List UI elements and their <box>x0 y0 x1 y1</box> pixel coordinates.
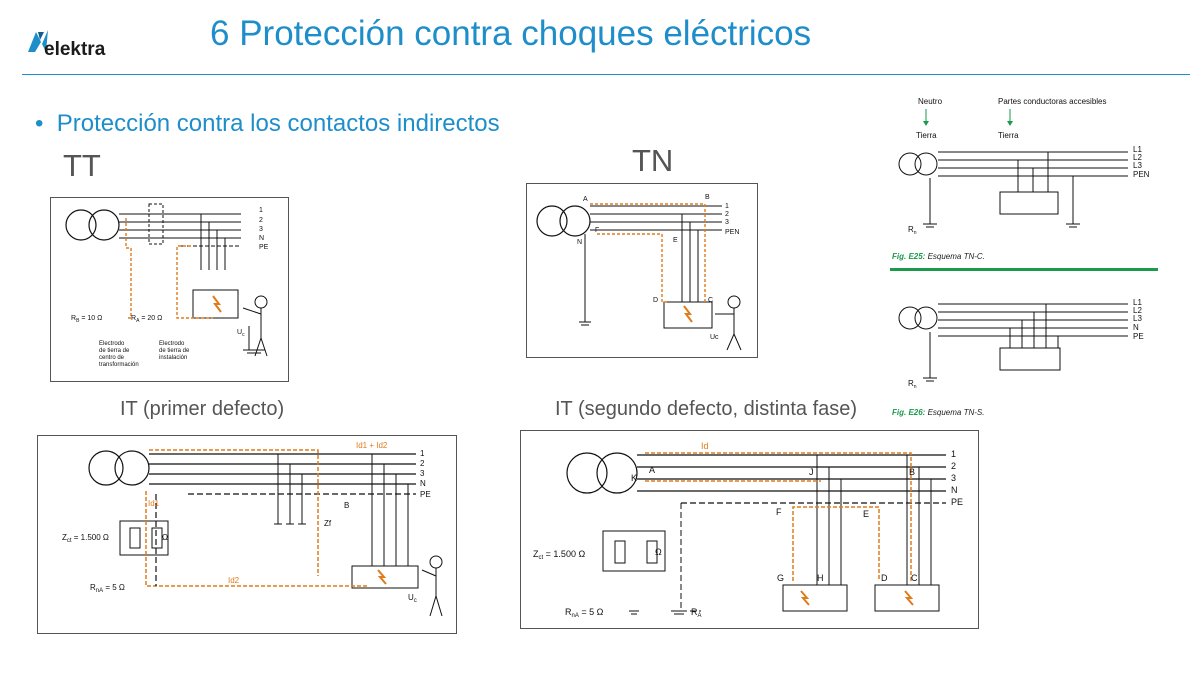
tt-rb-label: RB = 10 Ω <box>71 315 102 324</box>
it1-id2-label: Id2 <box>228 576 240 585</box>
tn-diagram: 1 2 3 PEN A B N F E D C Uc <box>526 183 758 358</box>
tnc-tierra1-label: Tierra <box>916 131 937 140</box>
it2-point-j: J <box>809 467 814 477</box>
tn-point-b: B <box>705 194 710 201</box>
svg-text:Electrodo: Electrodo <box>99 341 125 347</box>
it1-rna-label: RnA = 5 Ω <box>90 583 125 594</box>
it1-id1-label: Id1 <box>148 499 160 508</box>
tnc-rn-label: Rn <box>908 225 917 236</box>
tn-s-diagram: L1 L2 L3 N PE Rn <box>888 290 1158 390</box>
tns-caption: Fig. E26: Esquema TN-S. <box>892 408 985 417</box>
tnc-partes-label: Partes conductoras accesibles <box>998 97 1107 106</box>
tnc-conductor-label: L3 <box>1133 161 1142 170</box>
it2-conductor-label: 2 <box>951 461 956 471</box>
it2-point-f: F <box>776 507 782 517</box>
it2-conductor-label: 3 <box>951 473 956 483</box>
it2-point-c: C <box>911 573 918 583</box>
it2-id-label: Id <box>701 441 709 451</box>
it2-point-e: E <box>863 509 869 519</box>
tns-conductor-label: PE <box>1133 332 1144 341</box>
it2-point-b: B <box>909 467 915 477</box>
tn-point-n: N <box>577 239 582 246</box>
tn-c-diagram: Neutro Partes conductoras accesibles Tie… <box>888 92 1158 242</box>
bullet-item: • Protección contra los contactos indire… <box>35 110 500 137</box>
tt-conductor-label: PE <box>259 244 269 251</box>
tnc-conductor-label: L1 <box>1133 145 1142 154</box>
tn-point-a: A <box>583 196 588 203</box>
it2-point-a: A <box>649 465 655 475</box>
tns-rn-label: Rn <box>908 379 917 390</box>
caption-divider <box>890 268 1158 271</box>
tt-uc-label: Uc <box>237 329 245 338</box>
tn-point-c: C <box>708 297 713 304</box>
tt-heading: TT <box>63 148 101 183</box>
it2-heading: IT (segundo defecto, distinta fase) <box>555 398 858 420</box>
page-title: 6 Protección contra choques eléctricos <box>210 14 812 53</box>
it1-zct-label: Zct = 1.500 Ω <box>62 533 109 544</box>
it2-conductor-label: 1 <box>951 449 956 459</box>
it2-point-k: K <box>631 473 637 483</box>
tn-point-e: E <box>673 237 678 244</box>
svg-text:de tierra de: de tierra de <box>159 348 190 354</box>
tt-conductor-label: 2 <box>259 217 263 224</box>
tnc-tierra2-label: Tierra <box>998 131 1019 140</box>
tnc-neutro-label: Neutro <box>918 97 943 106</box>
tnc-caption: Fig. E25: Esquema TN-C. <box>892 252 985 261</box>
tns-conductor-label: L1 <box>1133 298 1142 307</box>
svg-text:transformación: transformación <box>99 362 139 368</box>
it1-id-sum-label: Id1 + Id2 <box>356 441 388 450</box>
it2-point-h: H <box>817 573 824 583</box>
tns-conductor-label: L2 <box>1133 306 1142 315</box>
svg-text:centro de: centro de <box>99 355 125 361</box>
tt-conductor-label: 3 <box>259 226 263 233</box>
it1-ohm-label: Ω <box>162 533 168 542</box>
it2-diagram: 1 2 3 N PE Id K A J B F E G H D C Zct = … <box>520 430 979 629</box>
it2-point-d: D <box>881 573 888 583</box>
it2-conductor-label: PE <box>951 497 963 507</box>
tnc-conductor-label: L2 <box>1133 153 1142 162</box>
it1-heading: IT (primer defecto) <box>120 398 285 420</box>
it2-zct-label: Zct = 1.500 Ω <box>533 549 585 561</box>
it1-zf-label: Zf <box>324 519 332 528</box>
it1-point-b: B <box>344 501 349 510</box>
it2-conductor-label: N <box>951 485 958 495</box>
tn-heading: TN <box>632 143 674 178</box>
logo-text: elektra <box>44 39 106 60</box>
tn-uc-label: Uc <box>710 334 719 341</box>
it2-ohm-label: Ω <box>655 547 662 557</box>
header-divider <box>22 74 1190 75</box>
tt-electrode1-caption: Electrodo de tierra de centro de transfo… <box>99 341 139 368</box>
tn-conductor-label: 2 <box>725 211 729 218</box>
it2-rna-label: RnA = 5 Ω <box>565 607 604 619</box>
tn-conductor-label: 1 <box>725 203 729 210</box>
tt-conductor-label: 1 <box>259 207 263 214</box>
tt-diagram: 1 2 3 N PE RB = 10 Ω RA = 20 Ω Uc Electr… <box>50 197 289 382</box>
it1-conductor-label: PE <box>420 490 431 499</box>
tn-point-f: F <box>595 227 599 234</box>
svg-text:Electrodo: Electrodo <box>159 341 185 347</box>
svg-text:instalación: instalación <box>159 355 187 361</box>
it1-uc-label: Uc <box>408 593 417 604</box>
it1-conductor-label: 1 <box>420 449 425 458</box>
tt-electrode2-caption: Electrodo de tierra de instalación <box>159 341 190 361</box>
it2-ra-label: RA <box>691 607 702 619</box>
svg-text:de tierra de: de tierra de <box>99 348 130 354</box>
tn-point-d: D <box>653 297 658 304</box>
tt-ra-label: RA = 20 Ω <box>131 315 162 324</box>
elektra-logo-icon <box>28 30 48 52</box>
tt-conductor-label: N <box>259 235 264 242</box>
tns-conductor-label: L3 <box>1133 314 1142 323</box>
it1-conductor-label: 3 <box>420 469 425 478</box>
it1-conductor-label: N <box>420 479 426 488</box>
it2-point-g: G <box>777 573 784 583</box>
tnc-conductor-label: PEN <box>1133 170 1150 179</box>
it1-conductor-label: 2 <box>420 459 425 468</box>
tn-conductor-label: PEN <box>725 229 739 236</box>
tns-conductor-label: N <box>1133 323 1139 332</box>
bullet-text: Protección contra los contactos indirect… <box>56 110 500 137</box>
it1-diagram: 1 2 3 N PE Id1 + Id2 Id1 Id2 Zct = 1.500… <box>37 435 457 634</box>
tn-conductor-label: 3 <box>725 219 729 226</box>
